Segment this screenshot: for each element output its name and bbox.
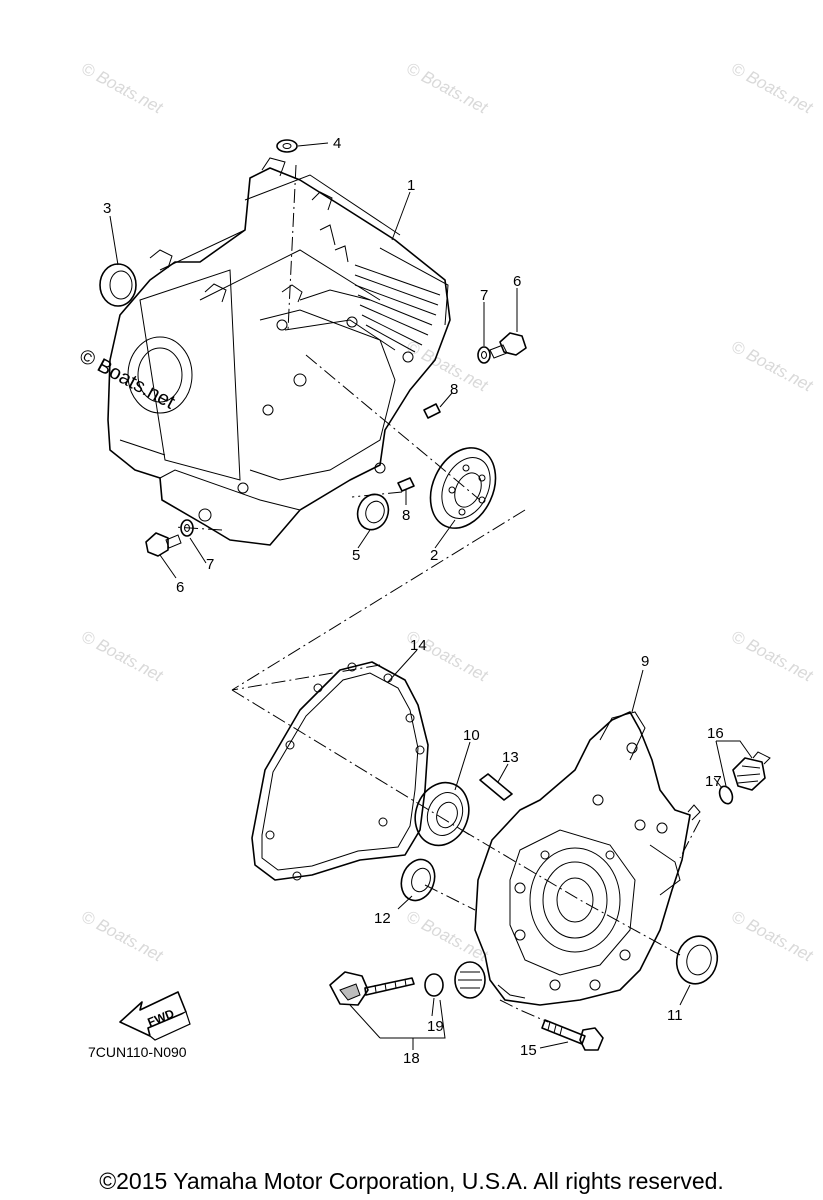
dowel-pin-part-8-lower [397,477,415,492]
crankcase-cover-part-9 [454,711,701,1006]
washer-part-4 [276,139,298,153]
copyright-notice: ©2015 Yamaha Motor Corporation, U.S.A. A… [99,1168,724,1194]
callout-8-upper: 8 [450,381,458,398]
watermark: © Boats.net [403,627,492,686]
watermark: © Boats.net [78,907,167,966]
watermark: © Boats.net [728,337,817,396]
callout-13: 13 [502,749,519,766]
center-lines [174,164,701,1023]
washer-part-7-upper [477,346,491,364]
watermark: © Boats.net [78,627,167,686]
callout-9: 9 [641,653,649,670]
dipstick-part-18 [329,971,415,1006]
callout-16: 16 [707,725,724,742]
bearing-part-12 [400,858,436,902]
callout-4: 4 [333,135,341,152]
leader-lines [109,142,753,1050]
callout-3: 3 [103,200,111,217]
plug-part-16 [732,751,771,791]
watermark: © Boats.net [728,627,817,686]
oil-seal-part-5 [356,493,390,531]
callout-6-upper: 6 [513,273,521,290]
watermark: © Boats.net [403,337,492,396]
callout-15: 15 [520,1042,537,1059]
callout-2: 2 [430,547,438,564]
watermark: © Boats.net [78,59,167,118]
callout-11: 11 [667,1007,683,1024]
watermark: © Boats.net [728,907,817,966]
bolt-part-6-lower [145,532,182,557]
watermark: © Boats.net [403,907,492,966]
callout-1: 1 [407,177,415,194]
o-ring-part-19 [424,973,444,997]
dowel-pin-part-8-upper [423,403,441,419]
gasket-part-14 [251,661,429,881]
oil-seal-part-10 [414,781,470,847]
callout-18: 18 [403,1050,420,1067]
crankcase-part-1 [107,157,451,546]
watermark: © Boats.net [403,59,492,118]
oil-seal-part-11 [675,935,719,985]
callout-5: 5 [352,547,360,564]
callout-14: 14 [410,637,427,654]
diagram-code: 7CUN110-N090 [88,1044,187,1060]
bearing-part-2 [429,447,497,529]
callout-numbers: 1 2 3 4 5 6 6 7 7 8 8 9 10 11 12 13 14 1… [103,135,724,1067]
oil-seal-part-3 [99,263,137,307]
callout-6-lower: 6 [176,579,184,596]
callout-7-lower: 7 [206,556,214,573]
bolt-part-6-upper [489,332,527,359]
callout-7-upper: 7 [480,287,488,304]
callout-17: 17 [705,773,722,790]
callout-8-lower: 8 [402,507,410,524]
callout-10: 10 [463,727,480,744]
watermark: © Boats.net [728,59,817,118]
dowel-pin-part-13 [479,773,513,801]
o-ring-part-17 [718,785,734,805]
watermark-dark: © Boats.net [76,345,179,414]
callout-19: 19 [427,1018,444,1035]
callout-12: 12 [374,910,391,927]
bolt-part-15 [541,1019,604,1051]
fwd-arrow-icon: FWD [119,991,191,1041]
